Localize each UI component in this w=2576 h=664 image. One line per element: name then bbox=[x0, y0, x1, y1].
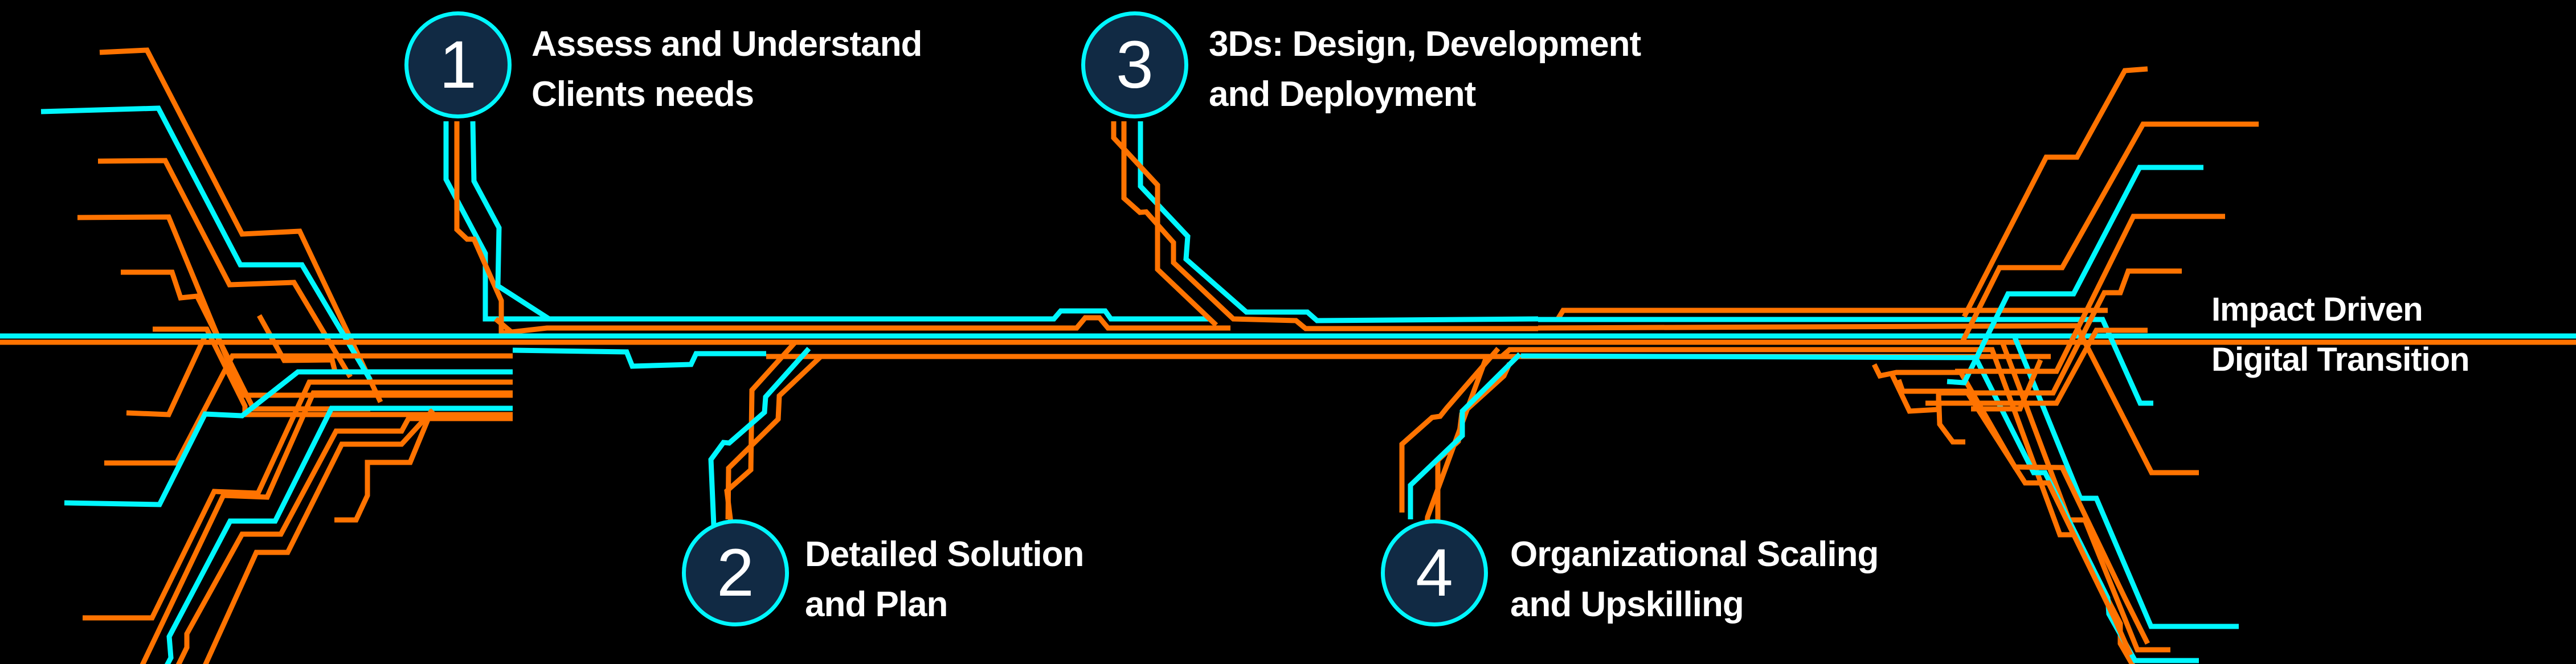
step-2-circle: 2 bbox=[682, 519, 789, 626]
orange-circuit-trace bbox=[1422, 355, 1490, 548]
orange-circuit-trace bbox=[1111, 121, 1219, 327]
orange-circuit-trace bbox=[1961, 66, 2148, 318]
step-3-label-line1: 3Ds: Design, Development bbox=[1209, 24, 1641, 64]
orange-circuit-trace bbox=[1871, 363, 2150, 645]
cyan-circuit-trace bbox=[165, 405, 513, 664]
cyan-circuit-trace bbox=[1138, 121, 1539, 323]
outcome-label-line2: Digital Transition bbox=[2211, 341, 2469, 378]
step-1-label-line1: Assess and Understand bbox=[531, 24, 922, 64]
outcome-label-line1: Impact Driven bbox=[2211, 291, 2423, 328]
cyan-circuit-trace bbox=[443, 121, 1211, 322]
orange-circuit-trace bbox=[175, 416, 513, 664]
cyan-circuit-trace bbox=[512, 347, 766, 369]
step-4-circle: 4 bbox=[1381, 519, 1488, 626]
orange-circuit-trace bbox=[1121, 121, 1538, 331]
step-1-label: Assess and Understand Clients needs bbox=[531, 19, 922, 120]
step-3-circle: 3 bbox=[1081, 11, 1188, 118]
orange-circuit-trace bbox=[454, 121, 1230, 337]
cyan-circuit-trace bbox=[1408, 352, 1522, 519]
step-4-label-line1: Organizational Scaling bbox=[1510, 535, 1879, 574]
orange-circuit-trace bbox=[99, 47, 383, 403]
step-2-label-line1: Detailed Solution bbox=[805, 535, 1084, 574]
orange-circuit-trace bbox=[1399, 347, 1500, 513]
cyan-circuit-trace bbox=[1947, 165, 2203, 386]
orange-circuit-trace bbox=[334, 409, 435, 523]
orange-circuit-trace bbox=[126, 333, 513, 417]
step-4-number: 4 bbox=[1416, 535, 1453, 610]
step-1-number: 1 bbox=[439, 27, 477, 103]
orange-circuit-trace bbox=[1937, 268, 2182, 396]
orange-circuit-trace bbox=[1652, 339, 2170, 653]
outcome-label: Impact Driven Digital Transition bbox=[2211, 285, 2469, 385]
orange-circuit-trace bbox=[1936, 392, 1965, 445]
orange-circuit-trace bbox=[1538, 323, 2199, 476]
orange-circuit-trace bbox=[83, 379, 513, 621]
step-3-label-line2: and Deployment bbox=[1209, 75, 1476, 114]
orange-circuit-trace bbox=[203, 408, 435, 664]
cyan-circuit-trace bbox=[40, 105, 373, 382]
cyan-circuit-trace bbox=[64, 369, 513, 507]
step-2-number: 2 bbox=[717, 535, 754, 610]
orange-circuit-trace bbox=[494, 317, 514, 335]
step-2-label-line2: and Plan bbox=[805, 585, 948, 624]
orange-circuit-trace bbox=[1896, 379, 2133, 656]
orange-circuit-trace bbox=[121, 269, 370, 412]
step-4-label: Organizational Scaling and Upskilling bbox=[1510, 530, 1879, 630]
step-2-label: Detailed Solution and Plan bbox=[805, 530, 1084, 630]
cyan-circuit-trace bbox=[708, 347, 811, 526]
cyan-circuit-trace bbox=[1652, 333, 2239, 629]
cyan-circuit-trace bbox=[1538, 317, 2153, 406]
orange-circuit-trace bbox=[1955, 214, 2225, 374]
step-1-label-line2: Clients needs bbox=[531, 75, 754, 114]
step-3-number: 3 bbox=[1116, 27, 1154, 103]
orange-circuit-trace bbox=[97, 158, 353, 379]
step-4-label-line2: and Upskilling bbox=[1510, 585, 1744, 624]
orange-circuit-trace bbox=[725, 354, 824, 520]
step-1-circle: 1 bbox=[404, 11, 512, 118]
orange-circuit-trace bbox=[140, 390, 513, 664]
orange-circuit-trace bbox=[77, 214, 513, 398]
step-3-label: 3Ds: Design, Development and Deployment bbox=[1209, 19, 1641, 120]
cyan-circuit-trace bbox=[470, 121, 551, 321]
orange-circuit-trace bbox=[153, 326, 513, 417]
orange-circuit-trace bbox=[1925, 327, 2148, 406]
orange-circuit-trace bbox=[1971, 359, 2043, 412]
orange-circuit-trace bbox=[1960, 121, 2259, 343]
orange-circuit-trace bbox=[104, 353, 513, 466]
